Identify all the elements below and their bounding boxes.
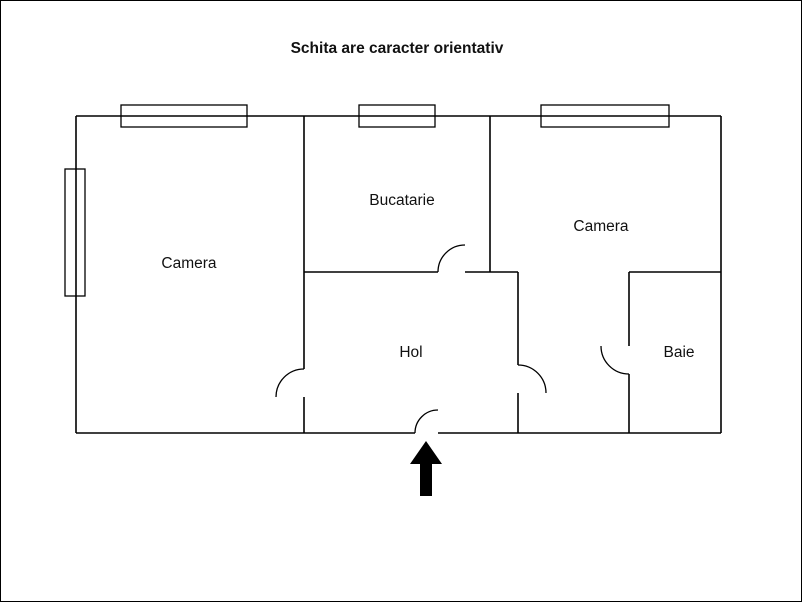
window-left-wall [64,168,86,297]
door-arc-main-entrance [414,409,439,434]
room-label-bucatarie: Bucatarie [369,192,434,209]
room-label-hol: Hol [399,344,422,361]
interior-walls [303,116,721,433]
room-label-camera-left: Camera [161,255,217,272]
door-arc-hol-to-camera-left [275,368,305,398]
outer-walls [75,115,722,434]
door-arc-hol-to-bucatarie [437,244,466,273]
windows [64,104,670,297]
room-labels: Camera Bucatarie Camera Hol Baie [161,192,694,361]
room-label-baie: Baie [663,344,694,361]
entrance-up-arrow-icon [410,441,442,496]
door-arc-hol-to-camera-right [517,364,547,394]
doors [275,244,630,434]
room-label-camera-right: Camera [573,218,629,235]
door-arc-baie [600,345,630,375]
disclaimer-title: Schita are caracter orientativ [291,40,504,57]
